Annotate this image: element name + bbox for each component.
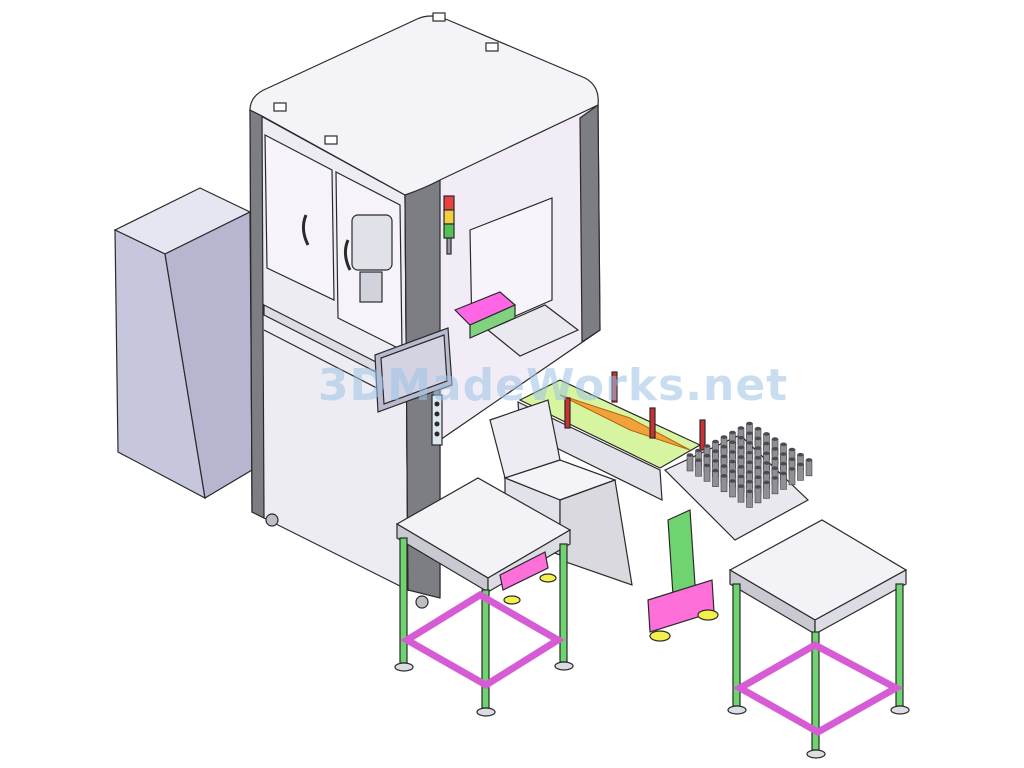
tube-top <box>771 466 779 471</box>
left-table <box>394 477 574 717</box>
tube-top <box>703 463 711 468</box>
tube-top <box>720 444 728 449</box>
tube <box>746 491 753 508</box>
tube <box>771 477 779 495</box>
tube-top <box>686 453 694 457</box>
hmi-screen <box>374 327 453 446</box>
tube-top <box>729 459 736 464</box>
tube-top <box>780 461 787 466</box>
tube-top <box>805 458 813 462</box>
tube-top <box>780 442 787 447</box>
tube <box>763 482 770 499</box>
tube-top <box>737 455 745 459</box>
tube-top <box>695 448 702 453</box>
tube-top <box>763 470 770 475</box>
tube-top <box>763 480 770 485</box>
tube-top <box>763 451 770 456</box>
tube-top <box>754 436 762 441</box>
tube-top <box>771 447 779 451</box>
tube-top <box>771 456 779 461</box>
tube-top <box>712 449 719 454</box>
tube-top <box>737 435 745 440</box>
tube-top <box>797 452 804 457</box>
tube-top <box>780 471 787 476</box>
tube-top <box>754 446 762 450</box>
tube-top <box>737 426 745 430</box>
tube-top <box>720 454 728 459</box>
tube-top <box>788 467 796 471</box>
side-window <box>453 197 580 357</box>
tube-rack <box>663 421 813 541</box>
tube-top <box>712 459 719 463</box>
tube-top <box>754 426 762 431</box>
tube-top <box>797 462 804 467</box>
tube <box>780 473 787 490</box>
tube-top <box>763 441 770 446</box>
tube-top <box>746 460 753 465</box>
leveling-foot-icon <box>394 661 574 717</box>
tube-top <box>703 444 711 448</box>
tube <box>788 468 796 486</box>
tube-top <box>754 456 762 460</box>
tube <box>754 486 762 504</box>
tube-top <box>729 450 736 454</box>
electrical-cabinet <box>113 187 253 500</box>
watermark-text: 3DMadeWorks.net <box>318 360 788 411</box>
tube-top <box>780 452 787 456</box>
tube-top <box>771 437 779 441</box>
tube-top <box>712 439 719 444</box>
tube-top <box>729 430 736 435</box>
tube-top <box>720 474 728 478</box>
tube-top <box>746 489 753 494</box>
tube-top <box>737 465 745 469</box>
tube <box>737 485 745 503</box>
tube-top <box>754 485 762 489</box>
tube-top <box>695 458 702 463</box>
tube-top <box>737 445 745 450</box>
leveling-foot-icon <box>727 705 910 759</box>
tube-top <box>712 468 719 473</box>
tube-top <box>729 440 736 445</box>
tube-top <box>729 479 736 483</box>
tube-top <box>737 474 745 479</box>
tube-top <box>737 484 745 489</box>
caster-wheel-icon <box>265 513 429 609</box>
right-table <box>727 519 910 759</box>
tube-top <box>703 453 711 458</box>
tube-top <box>788 457 796 462</box>
tube <box>695 459 702 477</box>
tube-top <box>763 461 770 465</box>
tube <box>729 480 736 498</box>
tube-top <box>720 464 728 468</box>
tube-top <box>763 432 770 436</box>
tube-top <box>788 447 796 452</box>
tube <box>686 454 694 472</box>
tube-top <box>729 469 736 474</box>
tube-top <box>746 431 753 436</box>
tube-top <box>746 421 753 426</box>
tube <box>720 475 728 493</box>
tube-top <box>720 435 728 439</box>
conveyor <box>489 371 706 586</box>
support-column <box>647 509 719 642</box>
tube-top <box>746 450 753 455</box>
tube-top <box>746 470 753 474</box>
tube <box>703 465 711 482</box>
tube-top <box>771 476 779 480</box>
signal-tower-icon <box>443 195 455 255</box>
tube-top <box>754 475 762 480</box>
tube <box>797 464 804 481</box>
tube-top <box>746 479 753 484</box>
tube-top <box>746 441 753 445</box>
tube <box>805 459 813 477</box>
tube <box>712 470 719 487</box>
tube-top <box>754 465 762 470</box>
